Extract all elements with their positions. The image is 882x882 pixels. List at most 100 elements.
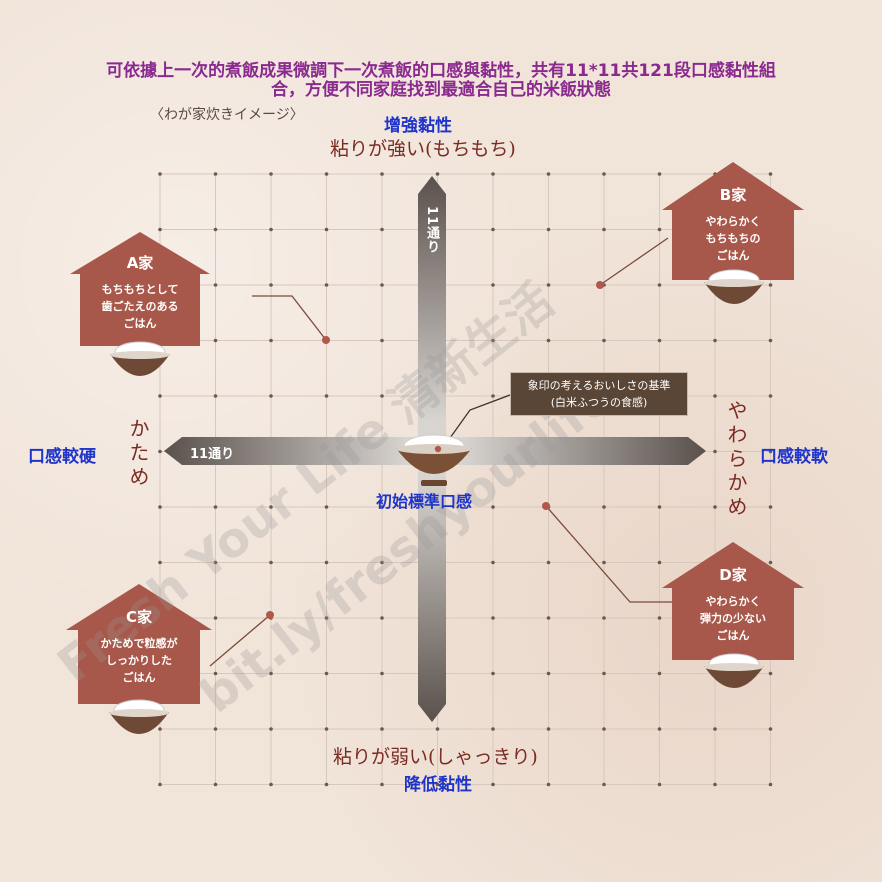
house-d-line-1: やわらかく — [705, 595, 761, 608]
page-title: 可依據上一次的煮飯成果微調下一次煮飯的口感與黏性，共有11*11共121段口感黏… — [30, 62, 852, 100]
title-line-1: 可依據上一次的煮飯成果微調下一次煮飯的口感與黏性，共有11*11共121段口感黏… — [106, 61, 776, 81]
grid-dot — [491, 560, 495, 565]
grid-dot — [435, 782, 440, 787]
grid-dot — [213, 172, 218, 176]
house-c-icon — [66, 584, 212, 704]
house-b-line-2: もちもちの — [705, 232, 761, 245]
grid-dot — [213, 227, 218, 232]
grid-dot — [546, 227, 551, 232]
house-c-line-2: しっかりした — [106, 654, 172, 667]
grid-dot — [491, 505, 495, 509]
grid-dot — [158, 227, 162, 232]
house-a-line-2: 歯ごたえのある — [101, 300, 179, 313]
grid-dot — [324, 782, 329, 787]
grid-dot — [657, 616, 662, 620]
axis-top-cn: 增強黏性 — [384, 116, 452, 136]
grid-dot — [602, 227, 606, 232]
axis-right-cn: 口感較軟 — [760, 447, 828, 467]
house-b-line-1: やわらかく — [705, 215, 761, 228]
grid-dot — [602, 172, 606, 176]
grid-dot — [269, 560, 273, 565]
house-c-label: C家 かためで粒感が しっかりした ごはん — [78, 606, 200, 686]
grid-dot — [657, 338, 662, 343]
axis-left-cn: 口感較硬 — [28, 447, 96, 467]
house-a-icon — [70, 232, 210, 346]
grid-dot — [158, 505, 162, 509]
grid-dot — [158, 727, 162, 731]
grid-dot — [713, 782, 717, 787]
grid-dot — [602, 505, 606, 509]
grid-dot — [546, 616, 551, 620]
rice-bowl-a-icon — [110, 341, 170, 376]
grid-dot — [546, 782, 551, 787]
center-rice-bowl-icon — [396, 434, 472, 486]
grid-dot — [324, 227, 329, 232]
grid-dot — [324, 727, 329, 731]
center-callout-line-1: 象印の考えるおいしさの基準 — [527, 379, 671, 392]
house-d-line-3: ごはん — [716, 629, 750, 642]
grid-dot — [491, 227, 495, 232]
grid-dot — [491, 616, 495, 620]
grid-dot — [435, 172, 440, 176]
house-a-line-3: ごはん — [123, 317, 157, 330]
grid-dot — [546, 671, 551, 676]
grid-dot — [324, 394, 329, 398]
grid-dot — [713, 505, 717, 509]
grid-dot — [324, 283, 329, 287]
grid-dot — [491, 283, 495, 287]
grid-dot — [491, 727, 495, 731]
grid-dot — [213, 671, 218, 676]
grid-dot — [269, 505, 273, 509]
grid-dot — [269, 727, 273, 731]
grid-dot — [768, 727, 773, 731]
house-d-label: D家 やわらかく 弾力の少ない ごはん — [672, 564, 794, 644]
house-d-icon — [662, 542, 804, 660]
grid-dot — [380, 172, 384, 176]
grid-dot — [602, 782, 606, 787]
grid-dot — [546, 338, 551, 343]
grid-dot — [546, 283, 551, 287]
center-label: 初始標準口感 — [376, 492, 473, 511]
grid-dot — [713, 727, 717, 731]
house-a-line-1: もちもちとして — [101, 283, 179, 296]
axis-bottom-jp: 粘りが弱い(しゃっきり) — [333, 746, 538, 768]
axis-bottom-cn: 降低黏性 — [404, 775, 472, 795]
grid-dot — [380, 338, 384, 343]
connector-d — [545, 505, 672, 603]
grid-dot — [213, 616, 218, 620]
grid-dot — [491, 394, 495, 398]
grid-dot — [768, 394, 773, 398]
grid-dot — [269, 782, 273, 787]
grid-dot — [269, 172, 273, 176]
grid-dot — [435, 727, 440, 731]
grid-dot — [768, 283, 773, 287]
grid-dot — [158, 449, 162, 454]
grid-dot — [713, 338, 717, 343]
house-b-line-3: ごはん — [716, 249, 750, 262]
grid-dot — [380, 671, 384, 676]
grid-dot — [657, 505, 662, 509]
grid-dot — [657, 560, 662, 565]
grid-dot — [269, 338, 273, 343]
grid-dot — [158, 394, 162, 398]
connector-a — [252, 295, 327, 341]
grid-dot — [158, 782, 162, 787]
grid-dot — [380, 505, 384, 509]
grid-dot — [380, 283, 384, 287]
grid-dot — [657, 671, 662, 676]
grid-dot — [324, 560, 329, 565]
grid-dot — [324, 616, 329, 620]
rice-bowl-b-icon — [704, 269, 764, 304]
grid-dot — [768, 449, 773, 454]
house-d-line-2: 弾力の少ない — [700, 612, 766, 625]
grid-dot — [269, 671, 273, 676]
connector-c-dot — [266, 611, 274, 619]
grid-dot — [713, 449, 717, 454]
house-b-icon — [662, 162, 804, 280]
grid-dot — [546, 560, 551, 565]
grid-dot — [269, 283, 273, 287]
grid-dot — [657, 283, 662, 287]
grid-dot — [602, 671, 606, 676]
rice-bowl-c-icon — [109, 699, 169, 734]
